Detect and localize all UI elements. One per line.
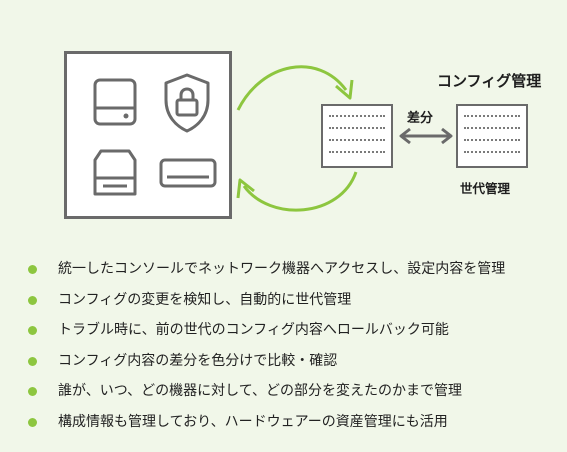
history-management-label: 世代管理 bbox=[460, 181, 511, 196]
config-file-current bbox=[321, 104, 393, 168]
config-management-title: コンフィグ管理 bbox=[437, 72, 542, 90]
feature-list: 統一したコンソールでネットワーク機器へアクセスし、設定内容を管理 コンフィグの変… bbox=[24, 254, 505, 437]
network-appliance-icon bbox=[159, 158, 217, 188]
diff-arrow-right-head bbox=[441, 127, 453, 145]
bullet-dot-icon bbox=[28, 265, 37, 274]
diff-label: 差分 bbox=[407, 111, 434, 126]
feature-text: トラブル時に、前の世代のコンフィグ内容へロールバック可能 bbox=[58, 322, 449, 338]
feature-item: コンフィグの変更を検知し、自動的に世代管理 bbox=[24, 285, 505, 316]
feature-text: 統一したコンソールでネットワーク機器へアクセスし、設定内容を管理 bbox=[58, 261, 506, 277]
feature-text: 構成情報も管理しており、ハードウェアーの資産管理にも活用 bbox=[58, 413, 448, 430]
device-panel bbox=[64, 51, 232, 219]
bullet-dot-icon bbox=[28, 387, 37, 396]
feature-item: コンフィグ内容の差分を色分けで比較・確認 bbox=[24, 346, 505, 377]
diff-arrow-left-head bbox=[399, 127, 411, 145]
bullet-dot-icon bbox=[28, 295, 37, 305]
hard-drive-icon bbox=[93, 78, 137, 126]
bullet-dot-icon bbox=[28, 356, 37, 366]
feature-text: コンフィグの変更を検知し、自動的に世代管理 bbox=[58, 291, 352, 308]
server-drive-icon bbox=[93, 149, 137, 196]
feature-text: 誰が、いつ、どの機器に対して、どの部分を変えたのかまで管理 bbox=[58, 383, 463, 399]
feature-text: コンフィグ内容の差分を色分けで比較・確認 bbox=[58, 352, 338, 369]
feature-item: 構成情報も管理しており、ハードウェアーの資産管理にも活用 bbox=[24, 407, 505, 438]
feature-item: トラブル時に、前の世代のコンフィグ内容へロールバック可能 bbox=[24, 315, 505, 346]
feature-item: 誰が、いつ、どの機器に対して、どの部分を変えたのかまで管理 bbox=[24, 376, 505, 407]
bullet-dot-icon bbox=[28, 417, 37, 427]
rollback-arrow-head bbox=[236, 178, 255, 199]
upload-arrow-head bbox=[335, 79, 354, 100]
bullet-dot-icon bbox=[28, 326, 37, 335]
config-file-previous bbox=[456, 104, 528, 168]
feature-item: 統一したコンソールでネットワーク機器へアクセスし、設定内容を管理 bbox=[24, 254, 505, 285]
rollback-arrow bbox=[242, 171, 358, 212]
security-shield-lock-icon bbox=[164, 73, 210, 133]
